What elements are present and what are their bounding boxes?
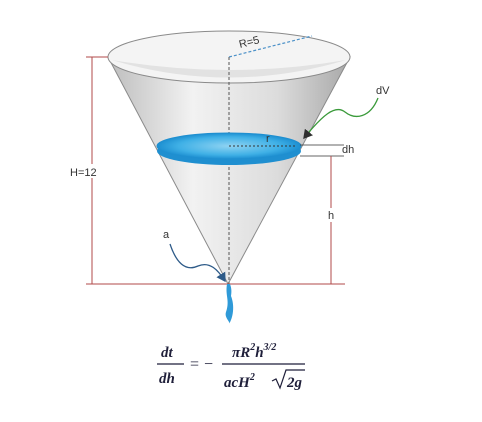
formula-lhs-numerator: dt [161, 345, 174, 361]
dh-label: dh [342, 144, 354, 156]
formula-num-mid: h [255, 345, 263, 361]
formula-num-exp1: 2 [249, 342, 255, 353]
outlet-arrow [169, 243, 226, 283]
cone-inner-shade [112, 60, 346, 78]
height-label: H=12 [70, 167, 97, 179]
formula-num-exp2: 3/2 [263, 342, 277, 353]
formula-den-radicand: 2g [286, 375, 303, 391]
radius-label: R=5 [238, 34, 261, 51]
formula-minus: − [204, 356, 213, 373]
formula-sqrt-sign [271, 369, 305, 390]
formula-equals: = [190, 356, 199, 373]
water-stream [225, 284, 234, 324]
radius-line [228, 35, 313, 58]
flow-formula: dt dh = − πR2h3/2 acH2 2g [157, 342, 305, 391]
dv-arrow [303, 97, 379, 140]
water-height-label-bg [326, 208, 338, 222]
height-label-bg [68, 164, 118, 178]
outlet-label: a [163, 229, 170, 241]
formula-den-exp: 2 [249, 372, 255, 383]
formula-denominator: acH2 [224, 372, 255, 391]
formula-num-main: πR [232, 345, 250, 361]
formula-den-main: acH [224, 375, 251, 391]
dv-label: dV [376, 85, 390, 97]
water-height-label: h [328, 210, 334, 222]
formula-lhs-denominator: dh [159, 371, 175, 387]
disk-radius-label: r [266, 133, 270, 145]
formula-numerator: πR2h3/2 [232, 342, 276, 361]
